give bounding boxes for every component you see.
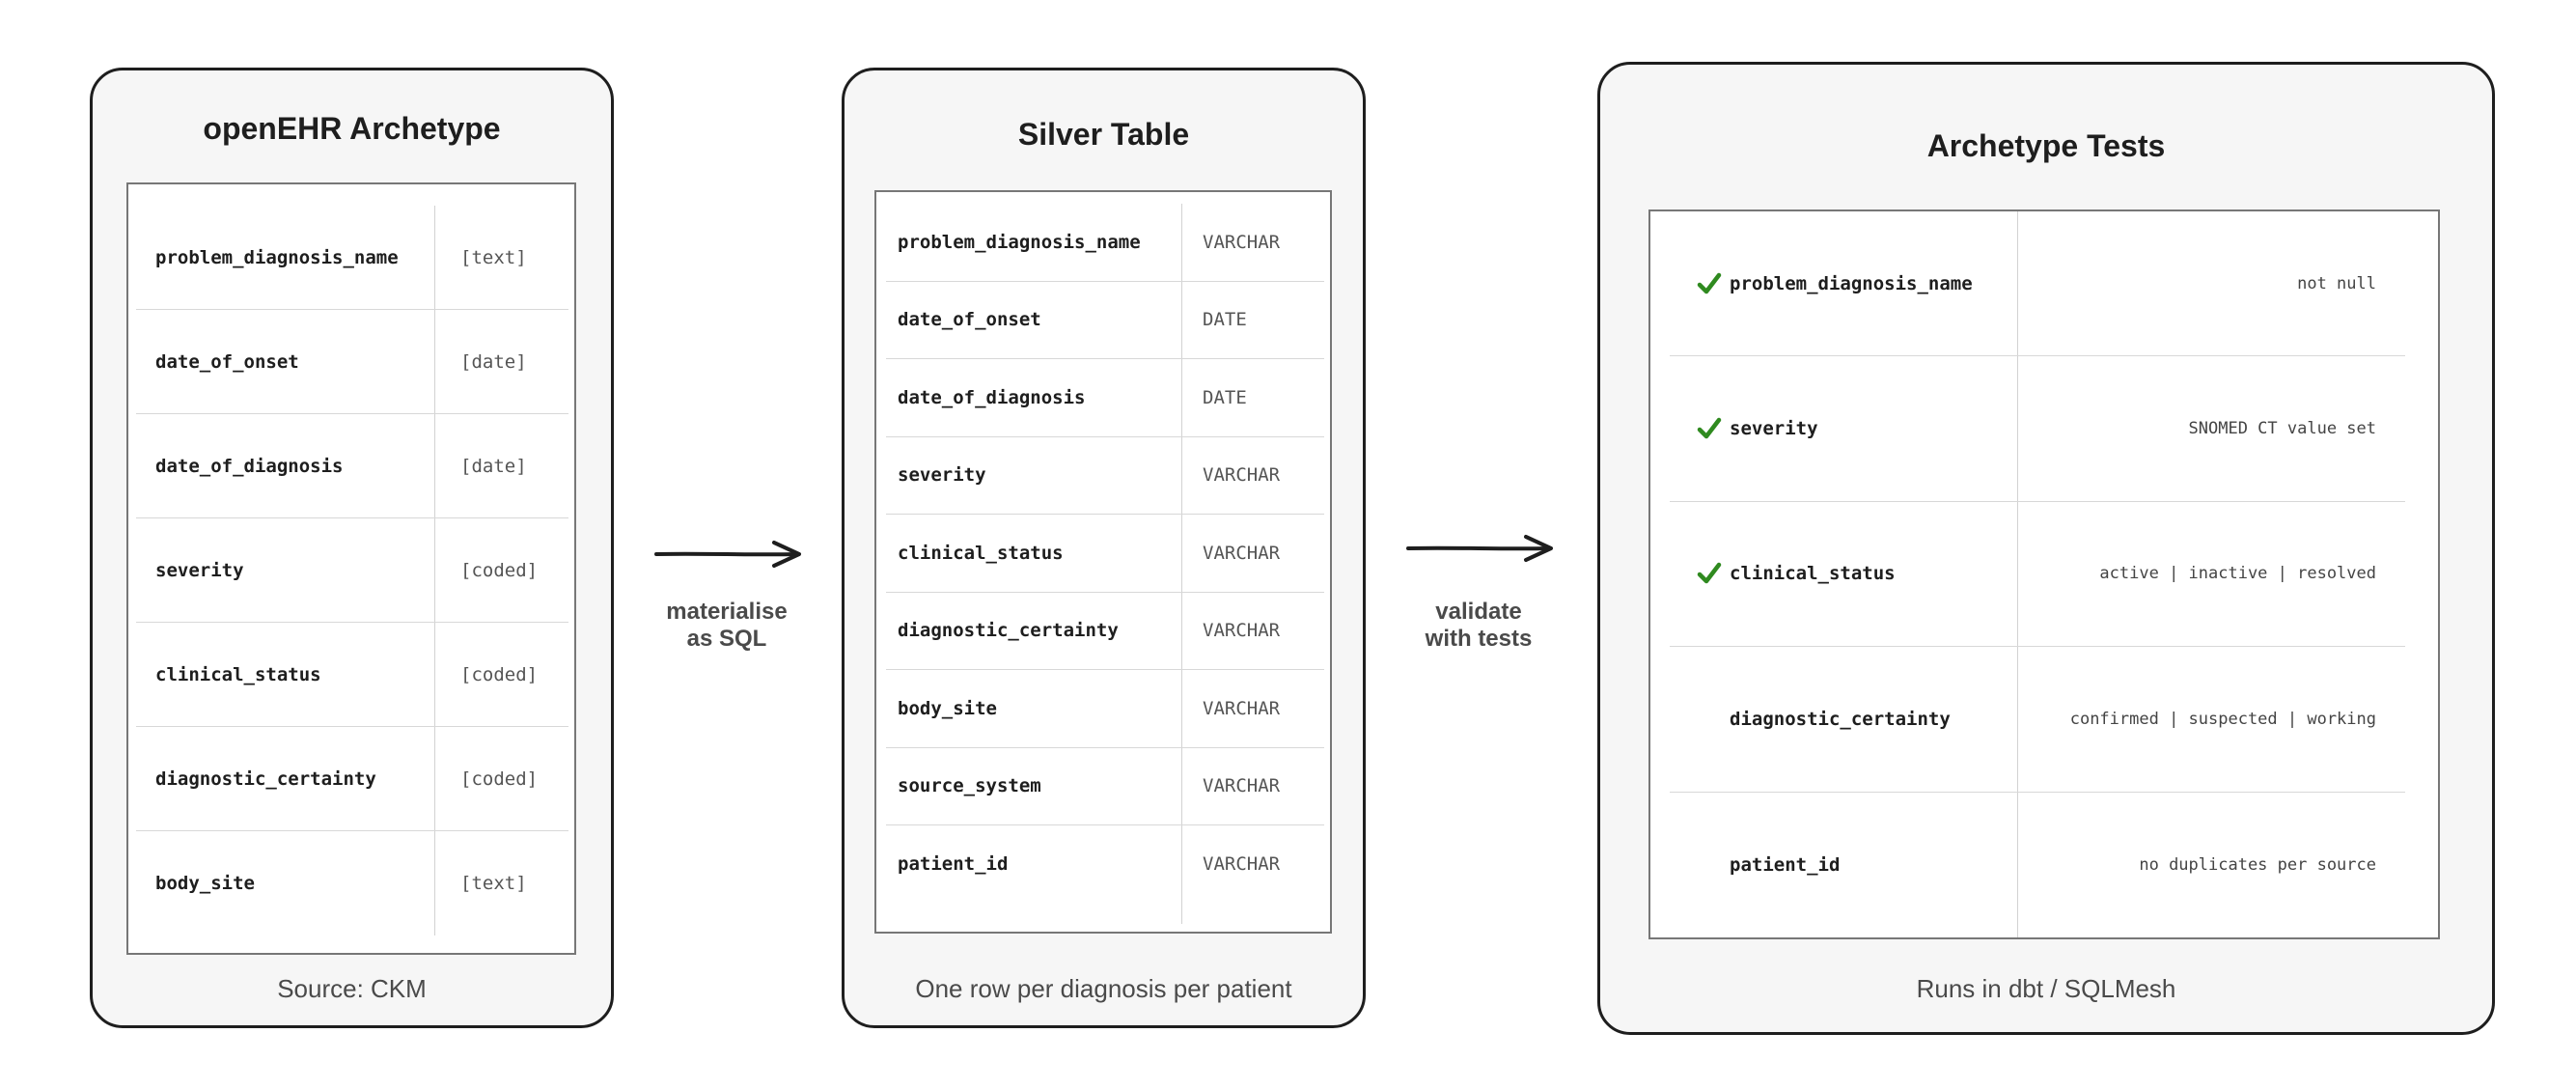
field-name: problem_diagnosis_name (898, 231, 1141, 253)
tests-divider (2017, 211, 2018, 937)
field-name: severity (898, 464, 986, 487)
archetype-card: openEHR Archetype problem_diagnosis_name… (90, 68, 614, 1028)
field-type: DATE (1203, 309, 1247, 331)
field-type: VARCHAR (1203, 697, 1281, 719)
field-name: source_system (898, 775, 1041, 797)
field-name: severity (1730, 418, 1818, 440)
table-row: clinical_status active | inactive | resol… (1670, 502, 2405, 648)
field-name: patient_id (898, 853, 1009, 876)
table-row: date_of_onset [date] (136, 310, 568, 414)
table-row: body_site [text] (136, 831, 568, 935)
table-row: date_of_diagnosis [date] (136, 414, 568, 518)
field-type: [date] (460, 350, 527, 373)
table-row: severity [coded] (136, 518, 568, 623)
table-row: patient_id VARCHAR (886, 825, 1324, 904)
field-type: VARCHAR (1203, 775, 1281, 797)
field-name: date_of_diagnosis (155, 455, 344, 477)
field-name: diagnostic_certainty (155, 768, 376, 790)
table-row: body_site VARCHAR (886, 670, 1324, 748)
table-row: clinical_status VARCHAR (886, 515, 1324, 593)
arrow1-line1: materialise (666, 599, 788, 625)
check-icon (1697, 272, 1722, 293)
arrow1-label: materialise as SQL (630, 599, 823, 653)
arrow2-line2: with tests (1425, 626, 1533, 652)
test-rule: SNOMED CT value set (2188, 419, 2376, 439)
arrow-right-icon (1406, 535, 1553, 562)
table-row: severity VARCHAR (886, 437, 1324, 515)
table-row: patient_id no duplicates per source (1670, 793, 2405, 937)
table-row: diagnostic_certainty VARCHAR (886, 593, 1324, 670)
table-row: date_of_onset DATE (886, 282, 1324, 359)
table-row: diagnostic_certainty [coded] (136, 727, 568, 831)
field-name: severity (155, 559, 244, 581)
test-rule: active | inactive | resolved (2099, 564, 2376, 584)
field-type: VARCHAR (1203, 542, 1281, 564)
field-name: clinical_status (898, 542, 1064, 564)
archetype-table: problem_diagnosis_name [text] date_of_onse… (126, 182, 576, 955)
arrow2-label: validate with tests (1382, 599, 1575, 653)
arrow2-line1: validate (1435, 599, 1522, 625)
field-name: clinical_status (155, 663, 321, 685)
tests-table: problem_diagnosis_name not null severity SN… (1648, 209, 2440, 939)
archetype-caption: Source: CKM (277, 974, 427, 1003)
table-row: clinical_status [coded] (136, 623, 568, 727)
field-type: [coded] (460, 663, 539, 685)
field-name: date_of_onset (898, 309, 1041, 331)
field-type: VARCHAR (1203, 231, 1281, 253)
check-icon (1697, 417, 1722, 439)
field-name: date_of_onset (155, 350, 299, 373)
field-type: [date] (460, 455, 527, 477)
table-row: problem_diagnosis_name VARCHAR (886, 204, 1324, 282)
field-name: date_of_diagnosis (898, 386, 1086, 408)
test-rule: confirmed | suspected | working (2069, 709, 2376, 729)
arrow1-line2: as SQL (686, 626, 767, 652)
field-name: body_site (898, 697, 997, 719)
field-type: [text] (460, 246, 527, 268)
field-name: patient_id (1730, 853, 1841, 876)
field-name: problem_diagnosis_name (155, 246, 399, 268)
table-row: diagnostic_certainty confirmed | suspecte… (1670, 647, 2405, 793)
silver-caption: One row per diagnosis per patient (915, 974, 1292, 1003)
field-type: VARCHAR (1203, 464, 1281, 487)
field-type: [text] (460, 873, 527, 894)
table-row: severity SNOMED CT value set (1670, 356, 2405, 502)
table-row: source_system VARCHAR (886, 748, 1324, 825)
check-icon (1697, 563, 1722, 584)
test-rule: not null (2297, 273, 2376, 293)
test-rule: no duplicates per source (2139, 854, 2376, 875)
field-type: VARCHAR (1203, 620, 1281, 642)
field-name: clinical_status (1730, 563, 1896, 585)
field-type: VARCHAR (1203, 853, 1281, 876)
field-name: diagnostic_certainty (1730, 708, 1951, 730)
field-type: [coded] (460, 559, 539, 581)
silver-title: Silver Table (1017, 117, 1190, 152)
table-row: date_of_diagnosis DATE (886, 359, 1324, 437)
table-row: problem_diagnosis_name [text] (136, 206, 568, 310)
field-name: diagnostic_certainty (898, 620, 1119, 642)
archetype-title: openEHR Archetype (203, 111, 501, 146)
silver-divider (1181, 204, 1182, 924)
tests-caption: Runs in dbt / SQLMesh (1916, 974, 2176, 1003)
table-row: problem_diagnosis_name not null (1670, 211, 2405, 357)
tests-title: Archetype Tests (1926, 128, 2166, 163)
archetype-divider (434, 206, 435, 935)
field-name: problem_diagnosis_name (1730, 272, 1973, 294)
field-type: [coded] (460, 768, 539, 790)
arrow-right-icon (654, 541, 801, 568)
field-type: DATE (1203, 386, 1247, 408)
field-name: body_site (155, 873, 255, 894)
